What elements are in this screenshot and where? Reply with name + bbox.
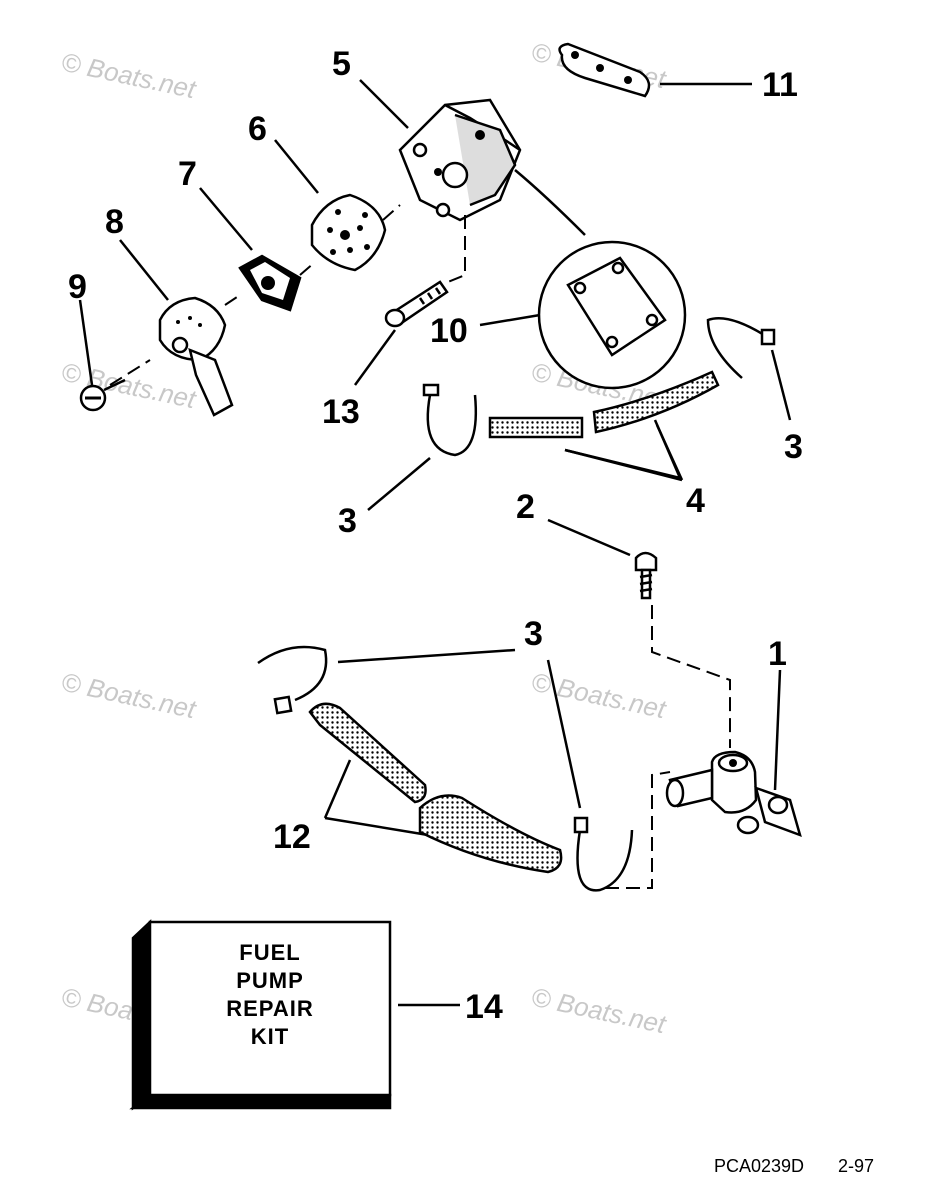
watermarks: © Boats.net © Boats.net © Boats.net © Bo… bbox=[59, 37, 670, 1040]
callout-4: 4 bbox=[686, 482, 705, 520]
part-3-clamp bbox=[422, 383, 477, 457]
callout-3: 3 bbox=[524, 615, 543, 653]
callout-14: 14 bbox=[465, 988, 503, 1026]
part-12-fuel-hoses bbox=[308, 702, 563, 874]
watermark: © Boats.net bbox=[59, 667, 200, 725]
callouts: 1 2 3 3 3 4 5 6 7 8 9 10 11 12 13 14 bbox=[68, 45, 803, 1026]
callout-9: 9 bbox=[68, 268, 87, 306]
part-4-fuel-hoses bbox=[488, 370, 720, 439]
kit-label-line1: FUEL bbox=[239, 940, 300, 965]
part-14-repair-kit-box: FUEL PUMP REPAIR KIT bbox=[129, 919, 392, 1111]
callout-3: 3 bbox=[784, 428, 803, 466]
callout-10: 10 bbox=[430, 312, 468, 350]
figure-code: PCA0239D bbox=[714, 1156, 804, 1176]
part-3-clamp bbox=[706, 316, 776, 379]
watermark: © Boats.net bbox=[59, 47, 200, 105]
part-1-fuel-valve bbox=[665, 750, 802, 838]
watermark: © Boats.net bbox=[529, 667, 670, 725]
part-5-fuel-pump bbox=[398, 98, 586, 236]
watermark: © Boats.net bbox=[529, 982, 670, 1040]
callout-3: 3 bbox=[338, 502, 357, 540]
callout-7: 7 bbox=[178, 155, 197, 193]
part-3-clamp bbox=[257, 645, 328, 715]
part-6-diaphragm bbox=[310, 193, 387, 272]
part-3-clamp bbox=[573, 816, 634, 892]
callout-13: 13 bbox=[322, 393, 360, 431]
kit-label-line2: PUMP bbox=[236, 968, 304, 993]
callout-2: 2 bbox=[516, 488, 535, 526]
callout-1: 1 bbox=[768, 635, 787, 673]
revision-date: 2-97 bbox=[838, 1156, 874, 1176]
callout-8: 8 bbox=[105, 203, 124, 241]
callout-5: 5 bbox=[332, 45, 351, 83]
callout-11: 11 bbox=[762, 66, 798, 104]
part-11-plate bbox=[558, 42, 651, 98]
callout-6: 6 bbox=[248, 110, 267, 148]
part-9-screw bbox=[79, 378, 126, 412]
part-13-screw bbox=[384, 280, 449, 328]
callout-12: 12 bbox=[273, 818, 311, 856]
part-2-bolt bbox=[634, 551, 658, 600]
watermark: © Boats.net bbox=[59, 357, 200, 415]
kit-label-line4: KIT bbox=[251, 1024, 289, 1049]
footer: PCA0239D 2-97 bbox=[714, 1156, 874, 1176]
part-8-pump-cover bbox=[158, 296, 234, 417]
kit-label-line3: REPAIR bbox=[226, 996, 314, 1021]
part-7-valve-plate bbox=[238, 254, 302, 312]
part-10-gasket-detail bbox=[537, 240, 687, 390]
